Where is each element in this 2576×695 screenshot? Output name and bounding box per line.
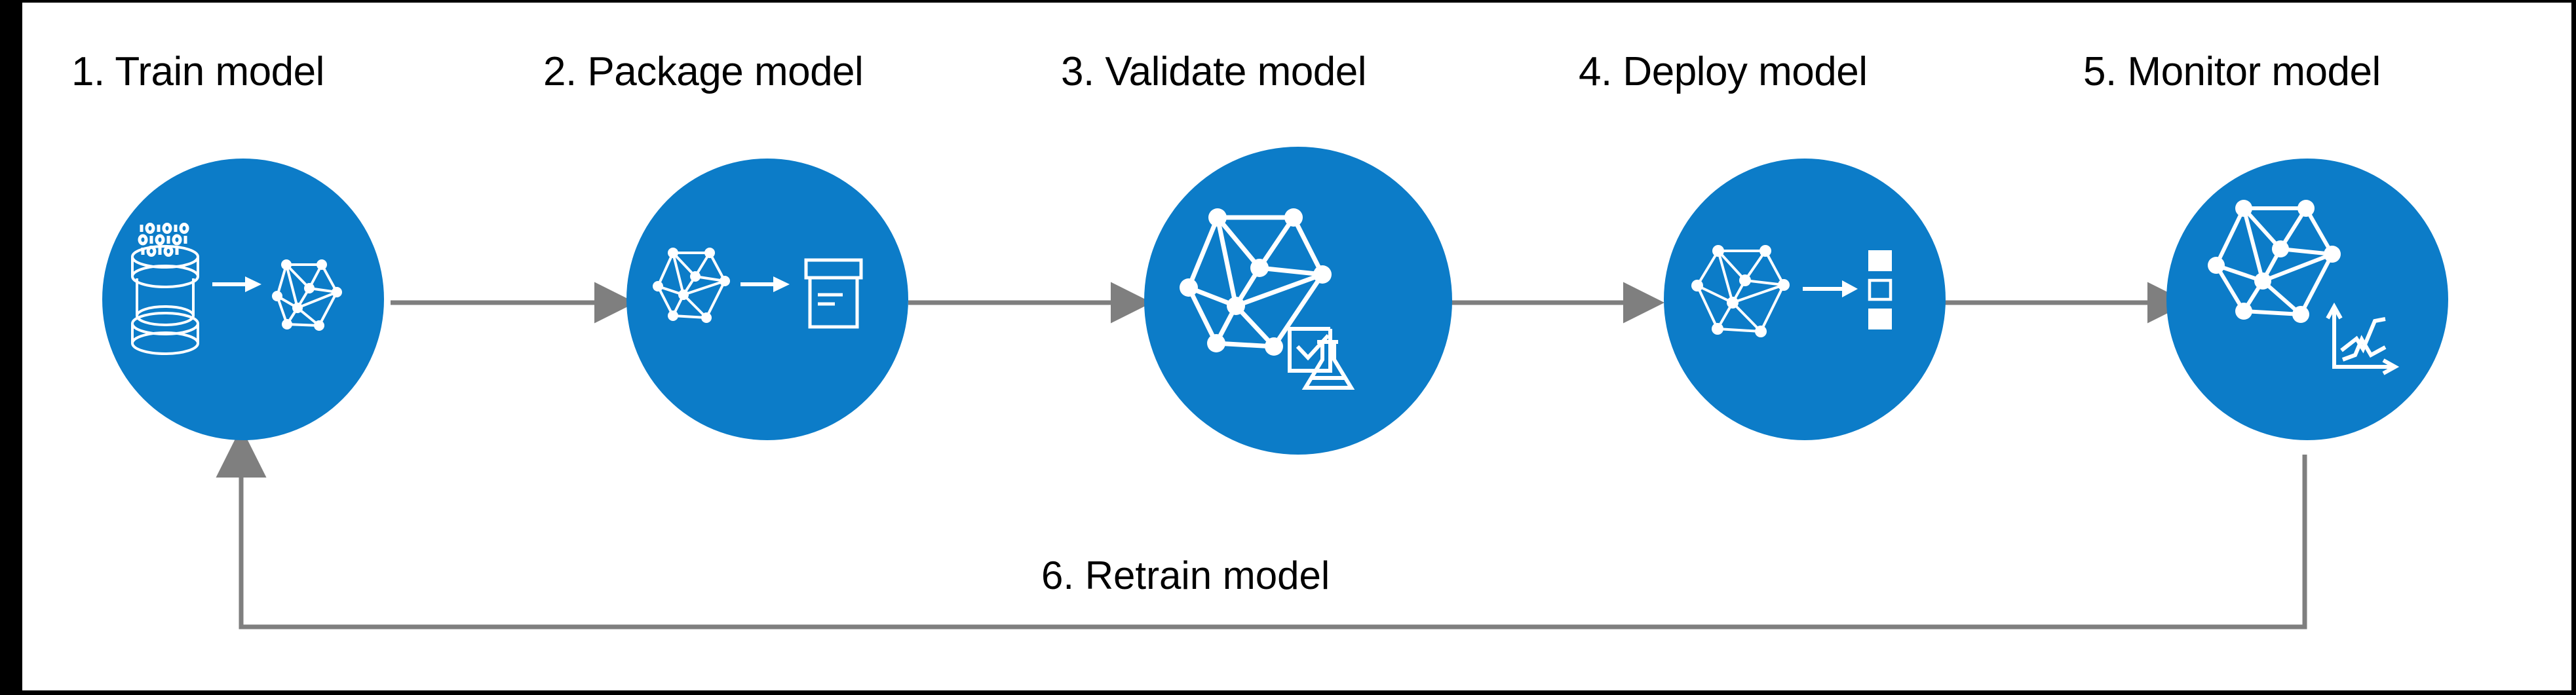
retrain-loop-path <box>216 427 2307 629</box>
checkbox-check-icon <box>1288 327 1332 373</box>
step-title-package: 2. Package model <box>543 49 864 94</box>
step-circle-train[interactable] <box>102 159 384 440</box>
step-circle-monitor[interactable] <box>2166 159 2448 440</box>
retrain-loop-label: 6. Retrain model <box>1041 554 1330 597</box>
flask-beaker-icon <box>1301 340 1355 390</box>
neural-network-icon <box>2208 200 2341 323</box>
arrow-right-icon <box>212 276 261 292</box>
server-stack-icon <box>1868 250 1893 329</box>
neural-network-icon <box>272 259 342 331</box>
step-circle-package[interactable] <box>626 159 908 440</box>
train-model-icon-group <box>131 223 342 355</box>
step-circle-validate[interactable] <box>1144 147 1452 455</box>
step-circle-deploy[interactable] <box>1664 159 1946 440</box>
package-model-icon-group <box>653 248 863 329</box>
line-chart-axes-icon <box>2326 302 2400 375</box>
diagram-frame: 1. Train model 2. Package model 3. Valid… <box>22 3 2571 690</box>
step-title-validate: 3. Validate model <box>1061 49 1366 94</box>
step-title-monitor: 5. Monitor model <box>2083 49 2381 94</box>
arrow-right-icon <box>740 276 790 292</box>
step-title-deploy: 4. Deploy model <box>1579 49 1868 94</box>
neural-network-icon <box>1691 245 1790 337</box>
validate-model-icon-group <box>1180 208 1355 390</box>
binary-database-icon <box>131 223 199 355</box>
step-title-train: 1. Train model <box>71 49 324 94</box>
arrow-right-icon <box>1803 280 1858 297</box>
neural-network-icon <box>1180 208 1332 356</box>
connector-layer <box>216 282 2307 629</box>
monitor-model-icon-group <box>2208 200 2400 375</box>
package-box-icon <box>804 258 863 329</box>
mlops-lifecycle-diagram: 1. Train model 2. Package model 3. Valid… <box>22 3 2571 690</box>
neural-network-icon <box>653 248 730 323</box>
deploy-model-icon-group <box>1691 245 1893 337</box>
